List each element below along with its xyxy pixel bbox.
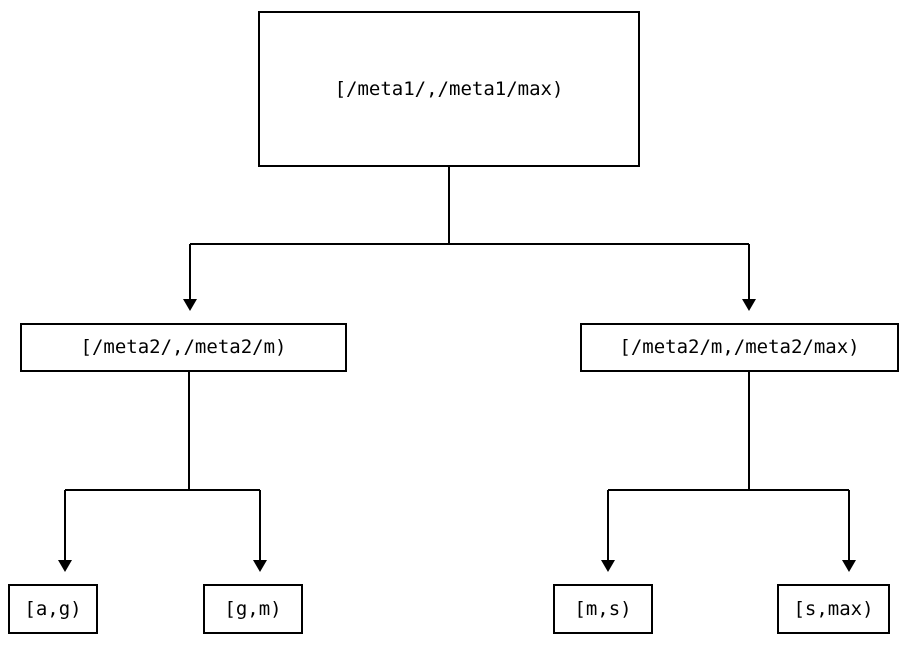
arrowhead-down-icon xyxy=(253,560,267,572)
tree-node-leaf-s-max-label: [s,max) xyxy=(793,597,874,620)
tree-node-meta2-left-label: [/meta2/,/meta2/m) xyxy=(80,336,287,358)
tree-node-meta2-right-label: [/meta2/m,/meta2/max) xyxy=(619,336,860,358)
tree-node-root[interactable]: [/meta1/,/meta1/max) xyxy=(258,11,640,167)
tree-node-leaf-a-g[interactable]: [a,g) xyxy=(8,584,98,634)
tree-node-meta2-left[interactable]: [/meta2/,/meta2/m) xyxy=(20,323,347,372)
edge-root-meta2-left xyxy=(183,167,450,311)
arrowhead-down-icon xyxy=(183,299,197,311)
arrowhead-down-icon xyxy=(742,299,756,311)
arrowhead-down-icon xyxy=(601,560,615,572)
edge-meta2-right-m-s xyxy=(601,372,750,572)
tree-node-leaf-m-s[interactable]: [m,s) xyxy=(553,584,653,634)
tree-node-leaf-a-g-label: [a,g) xyxy=(24,597,82,620)
tree-node-leaf-s-max[interactable]: [s,max) xyxy=(777,584,890,634)
arrowhead-down-icon xyxy=(58,560,72,572)
tree-node-leaf-g-m[interactable]: [g,m) xyxy=(203,584,303,634)
tree-node-root-label: [/meta1/,/meta1/max) xyxy=(334,77,564,100)
tree-node-leaf-m-s-label: [m,s) xyxy=(574,597,632,620)
tree-node-leaf-g-m-label: [g,m) xyxy=(224,597,282,620)
edge-meta2-left-g-m xyxy=(189,489,267,572)
tree-node-meta2-right[interactable]: [/meta2/m,/meta2/max) xyxy=(580,323,899,372)
edge-meta2-right-s-max xyxy=(749,489,856,572)
edge-meta2-left-a-g xyxy=(58,372,190,572)
edge-root-meta2-right xyxy=(449,243,756,311)
arrowhead-down-icon xyxy=(842,560,856,572)
